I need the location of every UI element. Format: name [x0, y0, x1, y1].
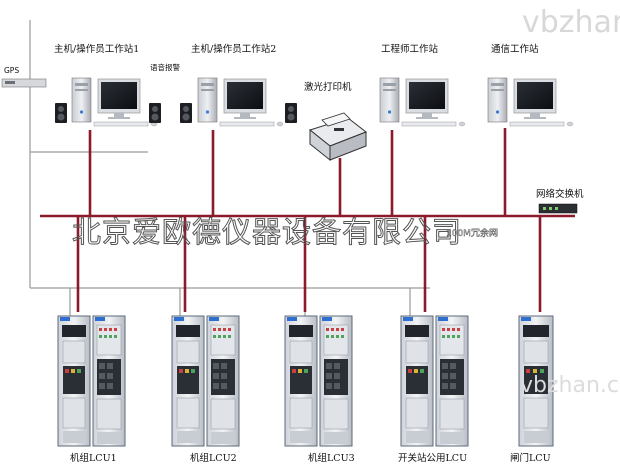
voice-alarm-label: 语音报警 [150, 62, 180, 72]
computer-icon [71, 77, 158, 127]
computer-icon [197, 77, 284, 127]
laser-printer [308, 112, 368, 162]
lcu3-label: 机组LCU3 [308, 452, 355, 464]
speaker-icon [149, 103, 161, 123]
workstation-2 [180, 77, 297, 127]
engineer-workstation-label: 工程师工作站 [381, 43, 439, 55]
lcu2-cabinets [171, 315, 240, 447]
watermark-company: 北京爱欧德仪器设备有限公司 [72, 215, 462, 249]
laser-printer-label: 激光打印机 [304, 81, 352, 93]
lcu-gate-label: 闸门LCU [510, 452, 551, 464]
lcu2-label: 机组LCU2 [190, 452, 237, 464]
comm-workstation [487, 77, 574, 127]
workstation-1 [55, 77, 161, 127]
network-switch-label: 网络交换机 [536, 188, 584, 200]
speaker-icon [180, 103, 192, 123]
gps-device [1, 78, 47, 88]
lcu-switch-label: 开关站公用LCU [398, 452, 467, 464]
watermark-site-top: vbzhan.com [522, 5, 620, 40]
network-switch [538, 203, 578, 214]
lcu1-label: 机组LCU1 [70, 452, 117, 464]
workstation-1-label: 主机/操作员工作站1 [54, 43, 139, 55]
gps-label: GPS [4, 66, 19, 75]
watermark-site-bottom: vbzhan.com [520, 373, 620, 398]
lan-dup-label: 100M冗余网 [446, 227, 498, 239]
computer-icon [379, 77, 466, 127]
lcu-switch-cabinets [400, 315, 469, 447]
speaker-icon [55, 103, 67, 123]
comm-workstation-label: 通信工作站 [491, 43, 539, 55]
lcu3-cabinets [284, 315, 353, 447]
speaker-icon [285, 103, 297, 123]
computer-icon [487, 77, 574, 127]
engineer-workstation [379, 77, 466, 127]
network-lines [40, 128, 575, 312]
workstation-2-label: 主机/操作员工作站2 [191, 43, 276, 55]
lcu1-cabinets [57, 315, 126, 447]
